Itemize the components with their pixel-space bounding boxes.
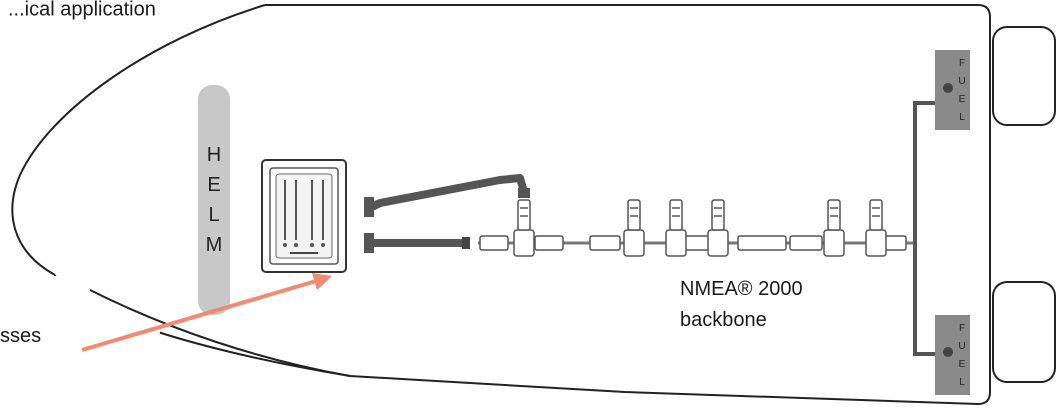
caption-fragment: ...ical application — [8, 0, 156, 21]
helm-letter-m: M — [206, 234, 223, 256]
fuel-letter: U — [958, 76, 965, 87]
boat-hull — [11, 4, 991, 406]
backbone-label-line2: backbone — [680, 309, 767, 331]
upper-connector — [364, 197, 374, 217]
hull-lower-edge — [89, 289, 351, 377]
t-connector — [707, 199, 729, 257]
t-connector — [665, 199, 687, 257]
fuel-wiring — [913, 101, 935, 356]
helm-letter-h: H — [207, 144, 221, 166]
fuel-letter: U — [958, 341, 965, 352]
gauge-display — [261, 159, 347, 273]
fuel-letter: L — [959, 377, 965, 388]
lower-connector — [364, 233, 374, 253]
fuel-letter: F — [959, 58, 965, 69]
helm-letter-e: E — [207, 174, 220, 196]
backbone-label-line1: NMEA® 2000 — [680, 278, 803, 300]
helm-letter-l: L — [208, 204, 219, 226]
engine-bottom — [992, 281, 1056, 383]
t-connector — [623, 199, 645, 257]
fuel-letter: L — [959, 112, 965, 123]
t-connector — [865, 199, 887, 257]
fuel-tank-top: F U E L — [935, 50, 970, 130]
fuel-letter: E — [959, 94, 966, 105]
callout-text-fragment: sses — [0, 325, 41, 347]
hull-notch — [0, 276, 160, 336]
upper-drop-cable — [370, 174, 528, 211]
t-connector — [823, 199, 845, 257]
callout-arrow — [81, 279, 317, 352]
t-connector — [513, 199, 535, 257]
helm-bar — [198, 85, 230, 315]
fuel-tank-bottom: F U E L — [935, 315, 970, 395]
lower-drop-plug — [462, 237, 470, 249]
callout-arrowhead — [312, 273, 332, 290]
upper-drop-plug — [518, 188, 530, 198]
fuel-letter: E — [959, 359, 966, 370]
fuel-letter: F — [959, 323, 965, 334]
engine-top — [992, 26, 1056, 126]
